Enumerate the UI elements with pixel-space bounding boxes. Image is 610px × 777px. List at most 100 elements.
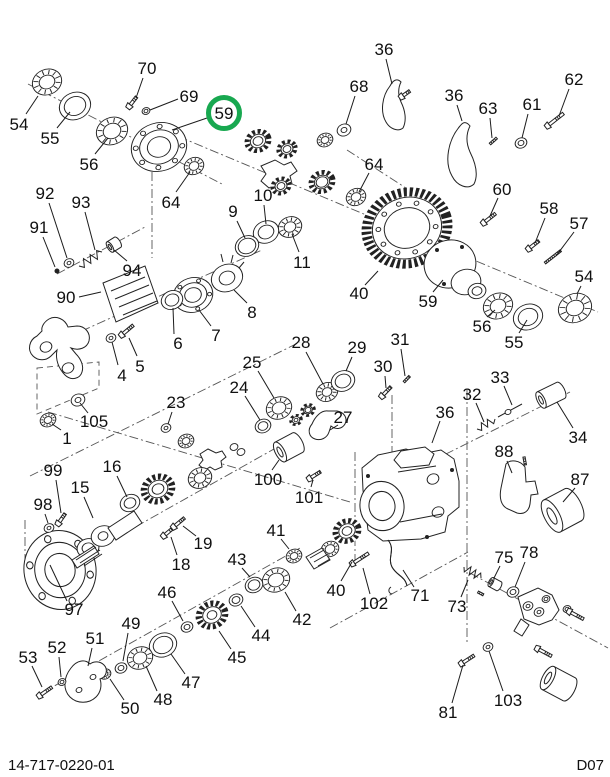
leader-line [263,204,267,225]
part-art [244,128,272,154]
part-art [397,89,412,101]
leader-line [576,285,582,295]
part-art [522,456,528,466]
part-label-4: 4 [117,366,126,385]
part-label-51: 51 [86,629,105,648]
leader-line [51,423,62,431]
part-label-8: 8 [247,303,256,322]
part-art [533,607,545,617]
leader-line [79,402,89,414]
leader-line [345,356,353,372]
leader-line [488,650,504,692]
part-label-69: 69 [180,87,199,106]
part-art [210,263,244,293]
part-label-90: 90 [57,288,76,307]
part-art [195,600,229,630]
leader-line [218,630,232,650]
part-label-54: 54 [10,115,29,134]
leader-line [83,496,94,519]
part-art [276,139,298,159]
part-art [270,176,292,196]
part-art [512,303,544,331]
leader-line [170,536,178,556]
part-label-52: 52 [48,638,67,657]
part-art [309,549,331,567]
part-art [535,381,567,409]
part-label-47: 47 [182,673,201,692]
highlight-ring-59 [206,95,242,131]
part-art [141,107,151,115]
part-art [229,443,239,451]
part-label-34: 34 [569,428,588,447]
part-art [54,512,68,528]
part-art [78,249,103,269]
part-label-53: 53 [19,648,38,667]
leader-line [87,647,93,667]
part-art [435,248,439,252]
leader-line [257,370,275,399]
part-label-105: 105 [80,412,108,431]
leader-line [340,561,353,582]
part-art [31,68,63,96]
leader-line [460,579,469,598]
part-label-31: 31 [391,330,410,349]
part-label-45: 45 [228,648,247,667]
part-art [89,673,97,681]
part-art [107,510,143,541]
leader-line [55,479,62,514]
part-label-88: 88 [495,442,514,461]
part-label-15: 15 [71,478,90,497]
part-label-11: 11 [293,253,311,272]
leader-line [431,420,441,444]
leader-line [135,77,144,99]
leader-line [167,411,173,425]
part-art [476,590,485,597]
leader-line [172,307,175,335]
part-label-102: 102 [360,594,388,613]
part-art [425,535,429,539]
center-line [329,551,469,629]
part-label-36: 36 [436,403,455,422]
part-label-40: 40 [350,284,369,303]
part-art [160,423,172,433]
center-line [162,129,599,313]
part-label-48: 48 [154,690,173,709]
part-label-28: 28 [292,333,311,352]
leader-line [451,664,464,704]
part-label-42: 42 [293,610,312,629]
leader-line [284,591,297,612]
part-art [130,122,188,172]
part-label-70: 70 [138,59,157,78]
part-art [183,156,205,176]
part-art [467,282,487,300]
part-art [382,79,406,131]
leader-line [170,653,186,675]
leader-line [31,665,43,688]
part-label-54: 54 [575,267,594,286]
leader-line [271,459,280,471]
part-label-41: 41 [267,521,286,540]
part-art [387,539,408,587]
part-art [504,408,512,416]
part-art [126,646,154,670]
leader-line [503,385,513,406]
leader-line [280,538,290,550]
leader-line [385,58,393,85]
part-art [220,253,245,269]
part-art [565,607,585,622]
part-art [514,137,528,149]
part-art [187,467,213,489]
leader-line [122,632,129,662]
part-art [234,235,260,257]
part-label-5: 5 [135,357,144,376]
leader-line [171,600,184,622]
part-art [254,418,272,434]
leader-line [362,567,371,595]
part-art [442,282,446,286]
leader-line [310,479,314,488]
part-art [361,187,453,269]
leader-line [456,104,463,122]
part-label-68: 68 [350,77,369,96]
leader-line [558,88,570,117]
part-art [29,316,90,380]
